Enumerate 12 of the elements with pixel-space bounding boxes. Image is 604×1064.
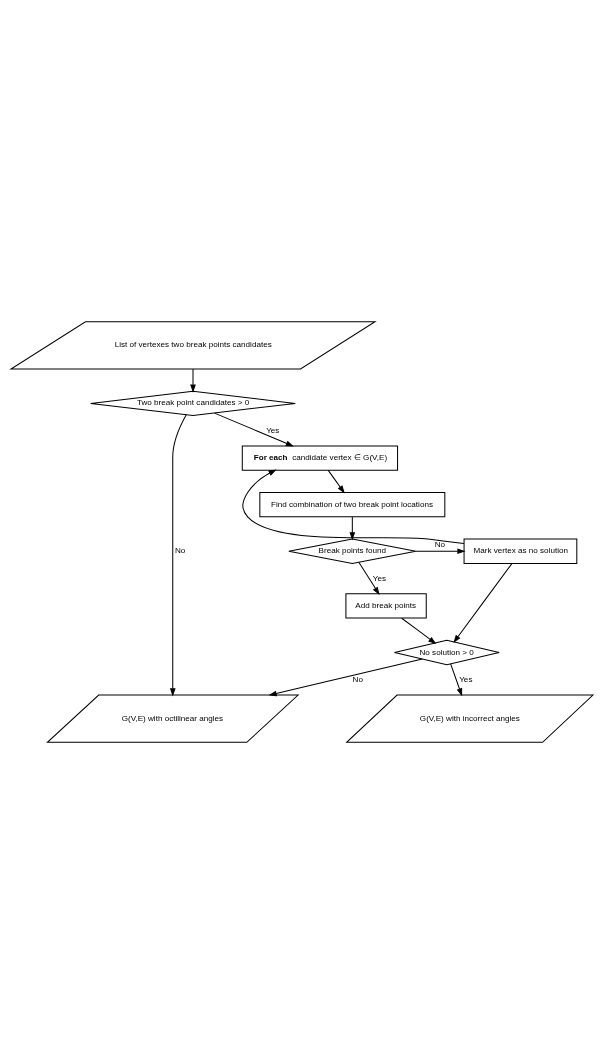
arrow (450, 663, 463, 697)
arrow (242, 469, 465, 545)
arrow (268, 658, 423, 697)
arrow (415, 548, 466, 555)
arrow (214, 412, 294, 447)
arrow (190, 368, 196, 393)
arrow (327, 469, 345, 494)
arrow (453, 563, 513, 643)
arrow (169, 414, 187, 697)
arrow (401, 617, 437, 644)
arrow (349, 516, 356, 541)
arrow (358, 561, 380, 595)
